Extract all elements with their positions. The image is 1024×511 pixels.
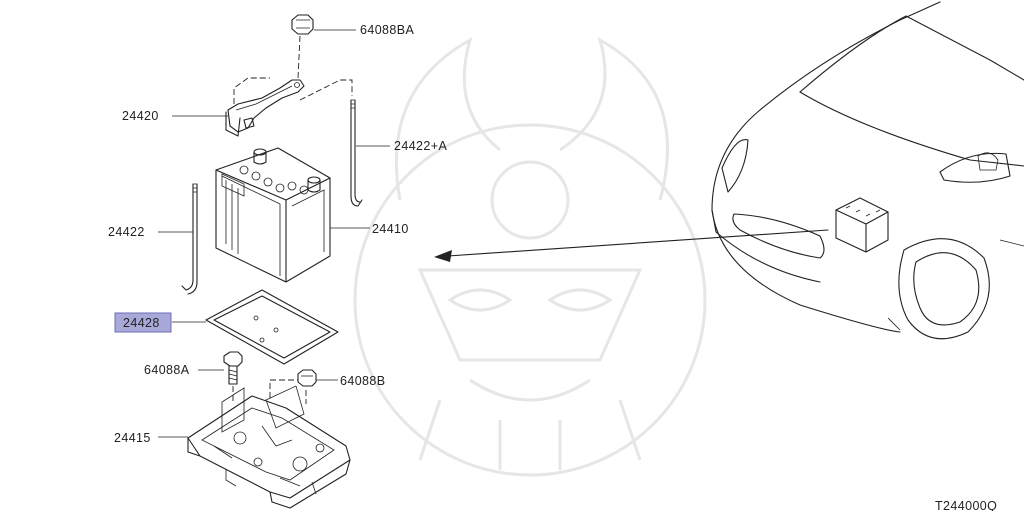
bolt-drawing <box>198 351 243 404</box>
rod-right-drawing <box>350 99 390 207</box>
tray-drawing <box>172 289 339 365</box>
watermark-emblem <box>353 36 707 477</box>
battery-drawing <box>215 147 370 283</box>
base-drawing <box>158 385 351 509</box>
nut-lower-drawing <box>269 369 338 404</box>
label-bracket[interactable]: 24420 <box>122 109 159 123</box>
nut-top-drawing <box>291 14 356 79</box>
location-arrow <box>434 229 829 262</box>
bracket-drawing <box>172 77 353 137</box>
label-rod-left[interactable]: 24422 <box>108 225 145 239</box>
label-rod-right[interactable]: 24422+A <box>394 139 447 153</box>
label-nut-lower[interactable]: 64088B <box>340 374 386 388</box>
part-highlight-box <box>114 312 172 333</box>
car-outline-drawing <box>711 1 1024 340</box>
diagram-code: T244000Q <box>935 499 997 511</box>
label-nut-top[interactable]: 64088BA <box>360 23 414 37</box>
label-tray[interactable]: 24428 <box>123 316 160 330</box>
label-bolt[interactable]: 64088A <box>144 363 190 377</box>
rod-left-drawing <box>158 183 198 295</box>
label-battery[interactable]: 24410 <box>372 222 409 236</box>
label-base[interactable]: 24415 <box>114 431 151 445</box>
